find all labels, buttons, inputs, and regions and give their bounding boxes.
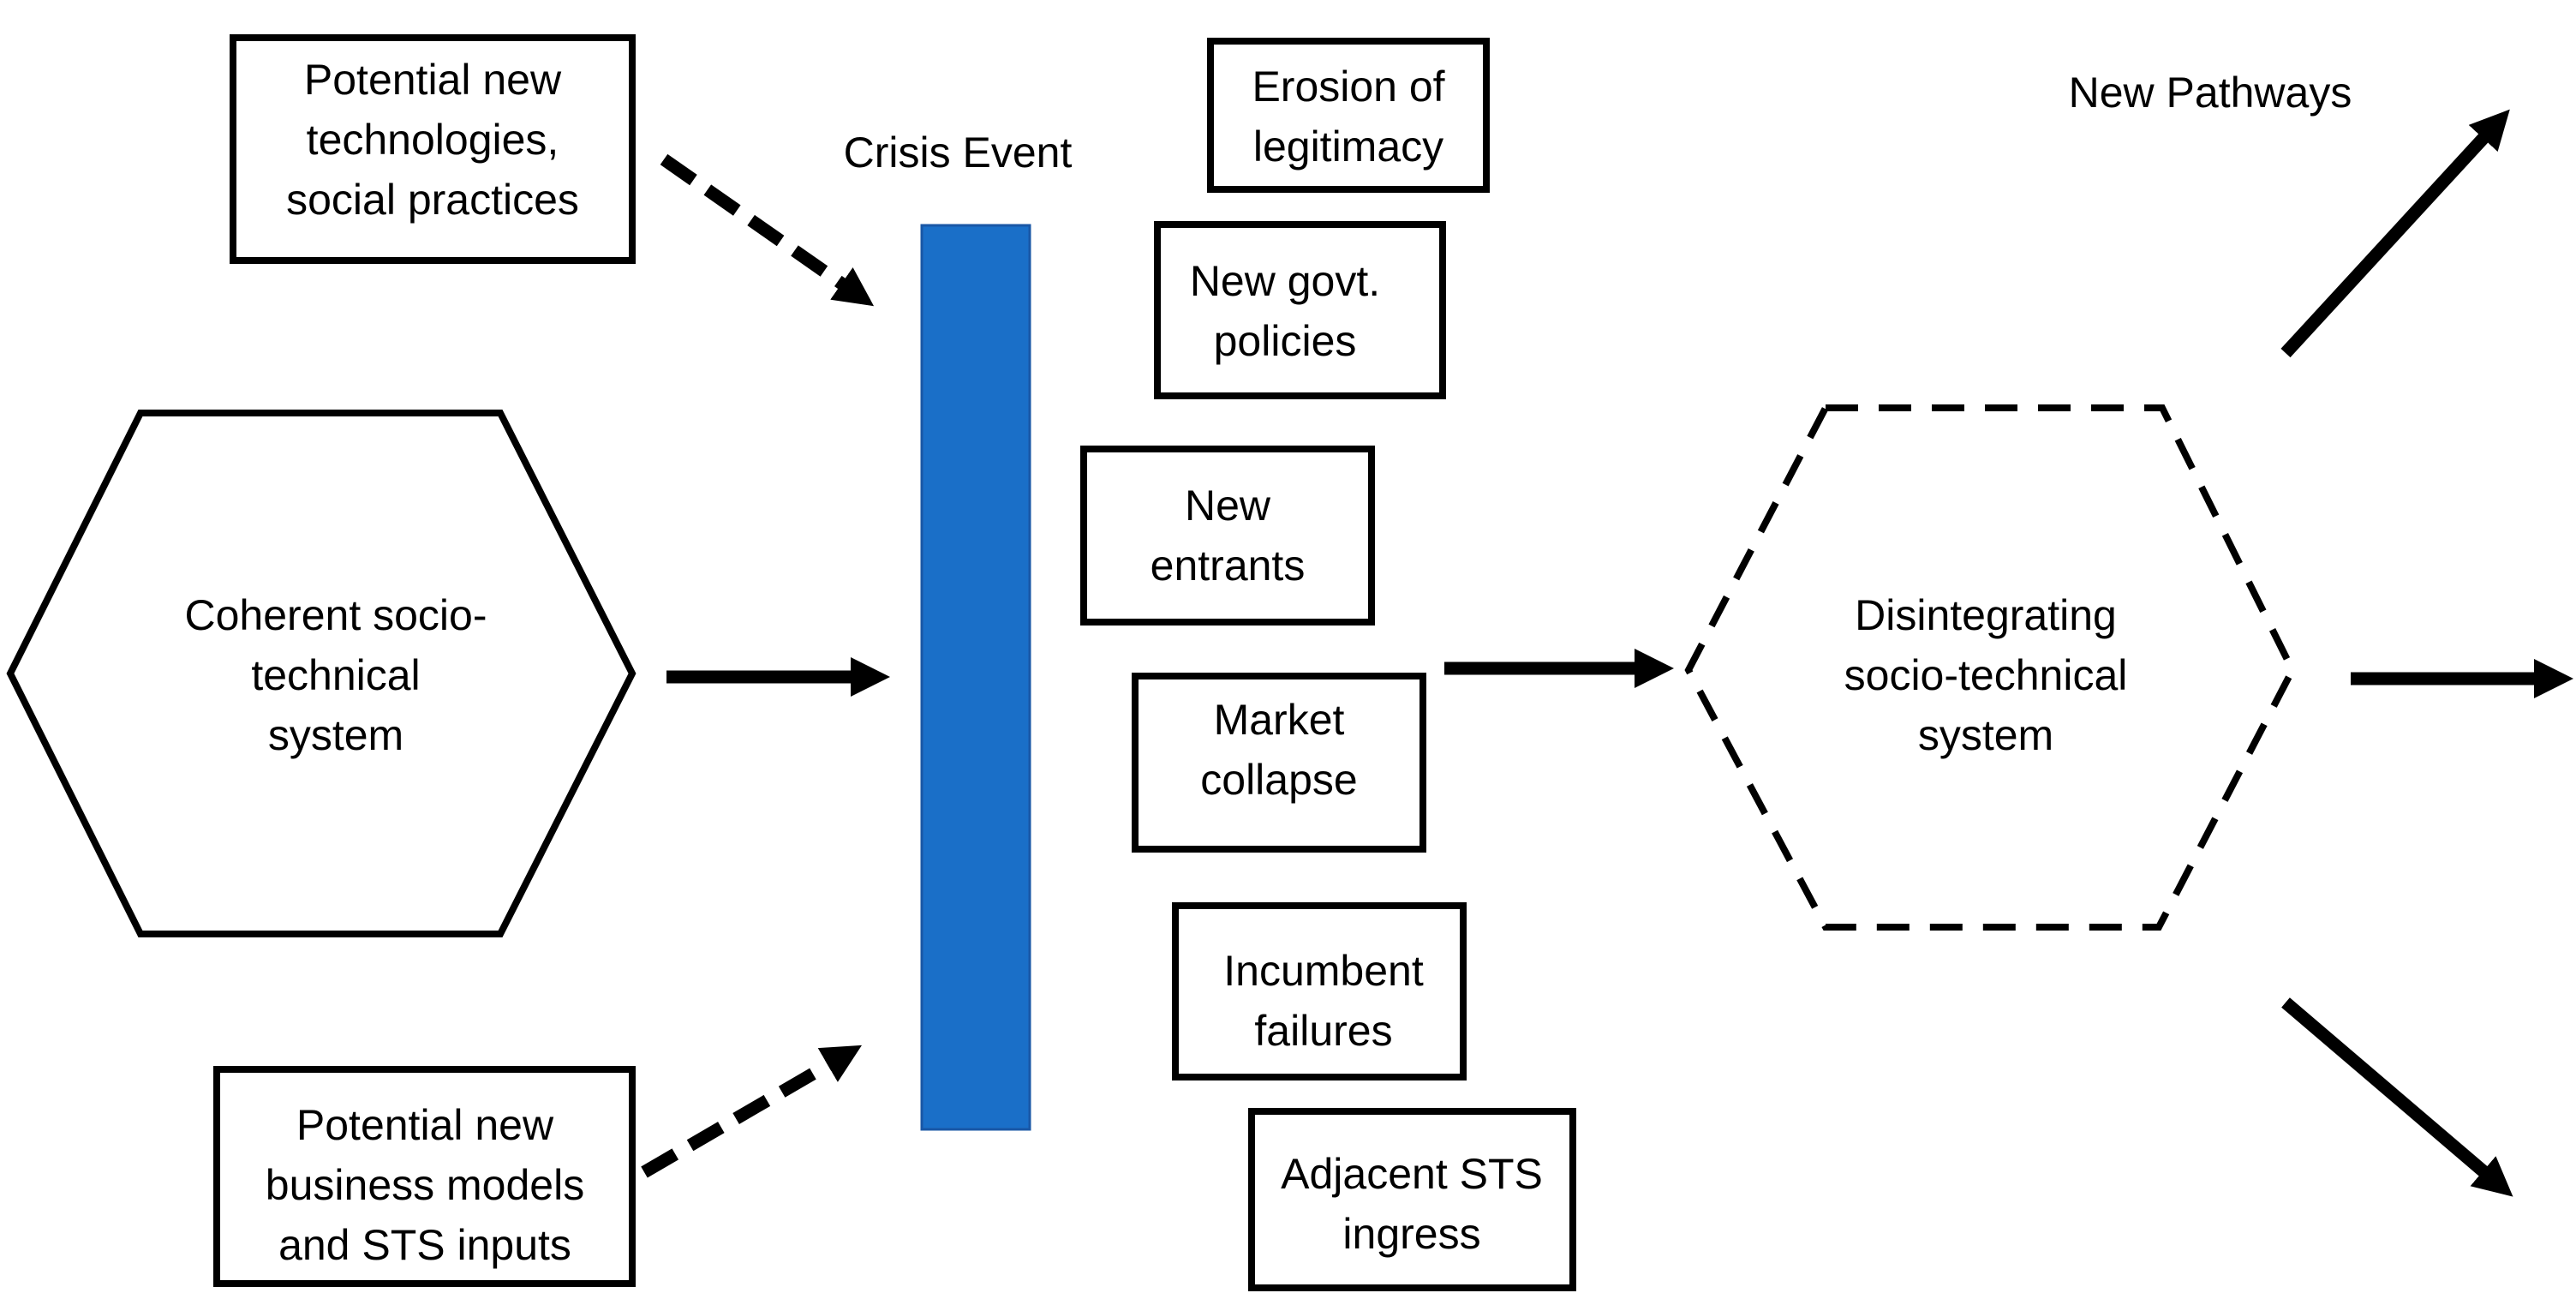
- effect-incumbent-line-1: Incumbent: [1223, 947, 1424, 995]
- effect-box-market-collapse: Market collapse: [1132, 673, 1426, 853]
- disintegrating-system-line-3: system: [1918, 711, 2053, 759]
- effect-incumbent-line-2: failures: [1254, 1007, 1392, 1055]
- input-box-business-models-line-2: business models: [266, 1161, 584, 1209]
- effect-erosion-line-1: Erosion of: [1252, 63, 1444, 111]
- coherent-system-line-2: technical: [251, 651, 420, 699]
- effect-entrants-line-1: New: [1185, 482, 1271, 530]
- crisis-event-bar: [920, 224, 1031, 1131]
- input-box-business-models-line-3: and STS inputs: [278, 1221, 571, 1269]
- effect-market-line-2: collapse: [1200, 756, 1357, 804]
- pathway-arrow-down: [2281, 997, 2513, 1197]
- new-pathways-label: New Pathways: [2069, 69, 2352, 117]
- input-box-business-models: Potential new business models and STS in…: [213, 1066, 636, 1287]
- input-box-technologies-line-1: Potential new: [304, 56, 562, 104]
- effect-box-erosion-of-legitimacy: Erosion of legitimacy: [1207, 38, 1490, 193]
- dashed-arrow-business-models: [641, 1045, 863, 1178]
- input-box-business-models-line-1: Potential new: [296, 1101, 554, 1149]
- effect-box-incumbent-failures: Incumbent failures: [1172, 902, 1467, 1080]
- crisis-event-label: Crisis Event: [844, 129, 1073, 177]
- effect-adjacent-line-1: Adjacent STS: [1281, 1150, 1543, 1198]
- coherent-system-line-3: system: [268, 711, 403, 759]
- effect-box-adjacent-sts-ingress: Adjacent STS ingress: [1248, 1108, 1576, 1291]
- effect-box-new-entrants: New entrants: [1080, 446, 1375, 626]
- input-box-technologies-line-3: social practices: [286, 176, 579, 224]
- effect-entrants-line-2: entrants: [1151, 542, 1306, 590]
- effect-box-new-govt-policies: New govt. policies: [1154, 221, 1446, 399]
- effect-adjacent-line-2: ingress: [1342, 1210, 1480, 1258]
- effect-market-line-1: Market: [1214, 696, 1345, 744]
- input-box-technologies-line-2: technologies,: [307, 116, 559, 164]
- effect-erosion-line-2: legitimacy: [1253, 123, 1443, 171]
- disintegrating-system-line-1: Disintegrating: [1855, 591, 2117, 639]
- disintegrating-system-line-2: socio-technical: [1844, 651, 2128, 699]
- pathway-arrow-up: [2280, 109, 2510, 358]
- effect-policies-line-2: policies: [1214, 317, 1357, 365]
- coherent-system-hexagon: Coherent socio- technical system: [6, 410, 637, 937]
- input-box-technologies: Potential new technologies, social pract…: [230, 34, 636, 264]
- dashed-arrow-technologies: [660, 153, 875, 307]
- disintegrating-system-hexagon: Disintegrating socio-technical system: [1684, 404, 2297, 931]
- effect-policies-line-1: New govt.: [1190, 257, 1380, 305]
- coherent-system-line-1: Coherent socio-: [185, 591, 487, 639]
